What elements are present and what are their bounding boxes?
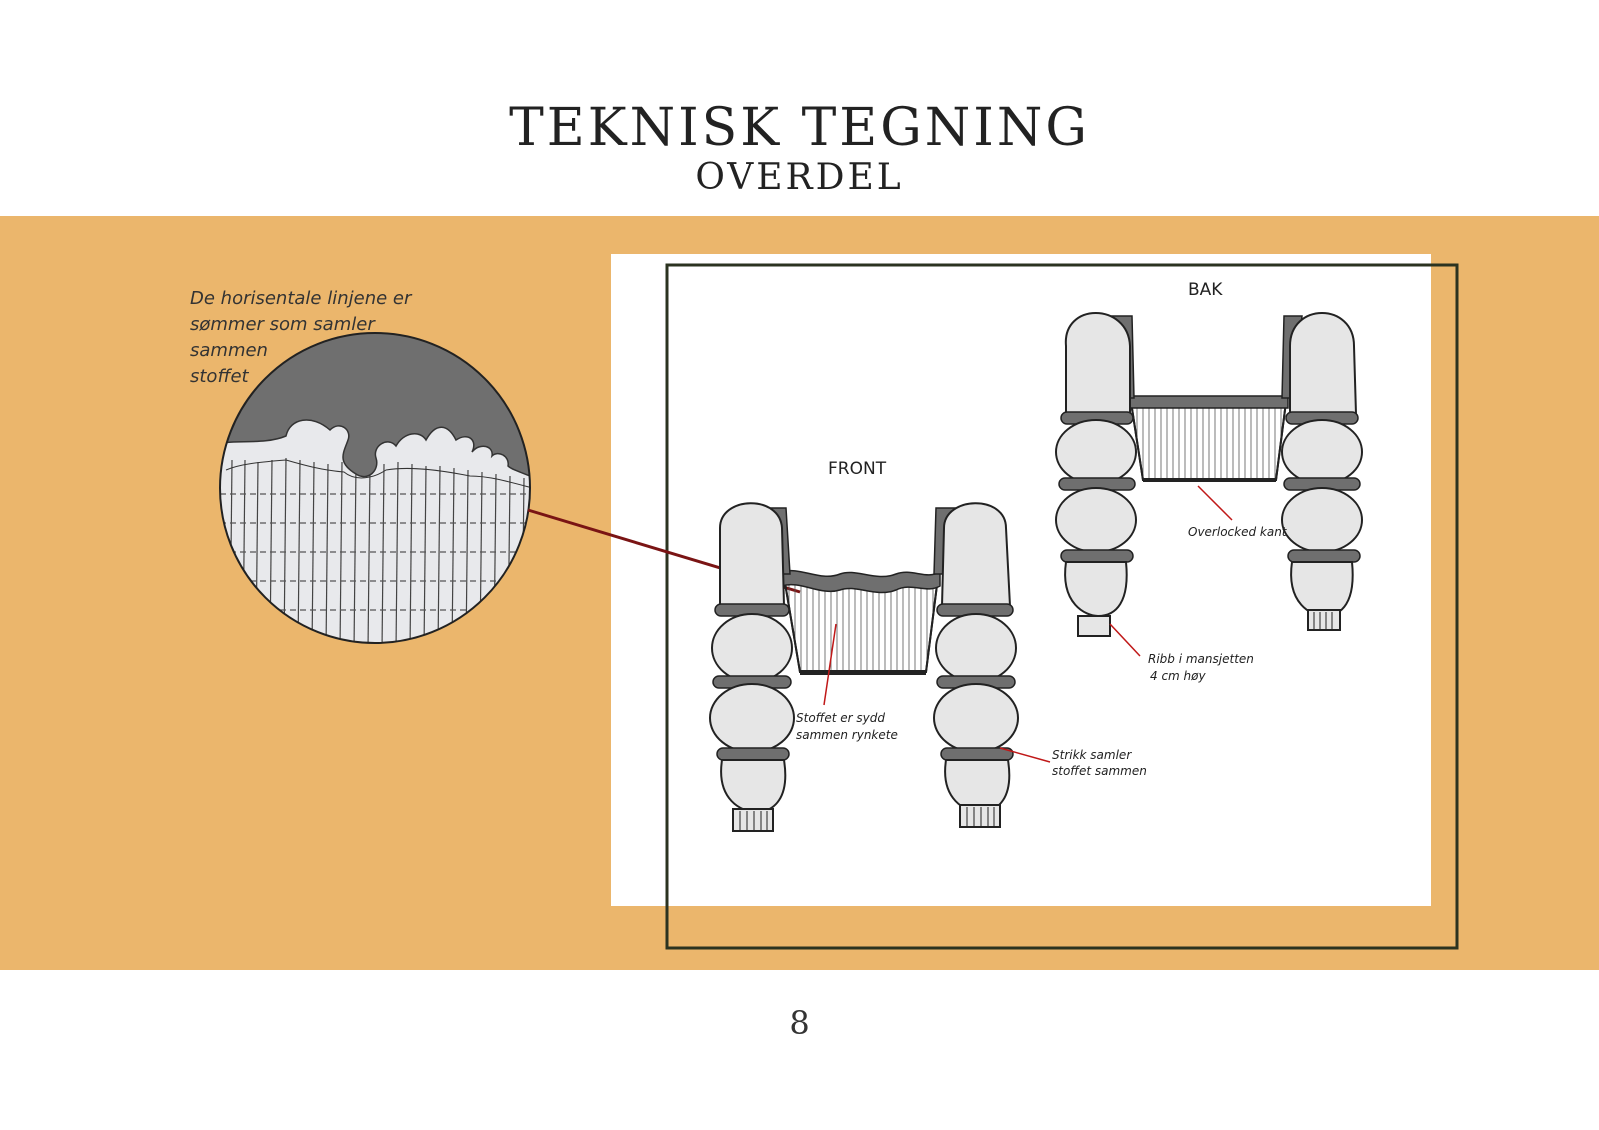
fabric-leader [823,623,837,706]
rib-note-line1: Ribb i mansjetten [1148,652,1254,666]
elastic-leader [999,747,1051,763]
page-title: TEKNISK TEGNING [509,98,1090,158]
detail-note-line: sømmer som samler [190,314,375,335]
back-label: BAK [1188,280,1223,300]
front-label: FRONT [828,459,887,479]
overlock-leader [1197,485,1233,521]
fabric-note-line1: Stoffet er sydd [796,711,885,725]
page-subtitle: OVERDEL [695,157,904,198]
front-garment [709,502,1019,832]
elastic-note-line2: stoffet sammen [1052,764,1147,778]
drawing-frame [665,263,1459,950]
overlock-note: Overlocked kant [1188,525,1288,539]
detail-note: De horisentale linjene er sømmer som sam… [190,286,450,390]
fabric-note-line2: sammen rynkete [796,728,898,742]
front-gathered-neckline [781,570,941,594]
rib-note-line2: 4 cm høy [1150,669,1206,683]
elastic-note-line1: Strikk samler [1052,748,1132,762]
back-garment [1055,312,1363,637]
detail-circle-outline [219,332,531,644]
detail-note-line: sammen [190,340,268,361]
back-gathered-edge [1129,395,1289,409]
detail-note-line: stoffet [190,366,249,387]
detail-note-line: De horisentale linjene er [190,288,412,309]
page-number: 8 [789,1004,810,1042]
rib-leader [1109,623,1141,657]
